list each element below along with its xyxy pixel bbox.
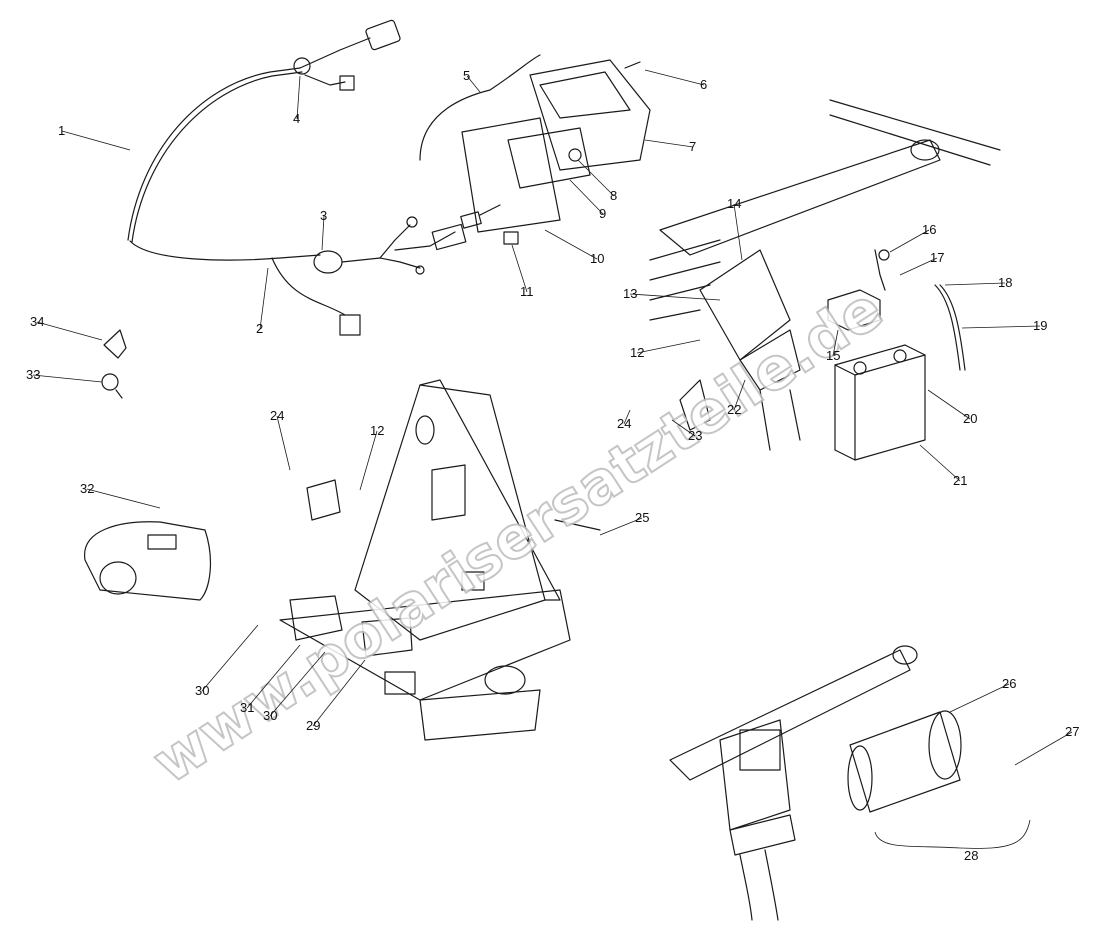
leader-line-8 (577, 159, 615, 197)
callout-27: 27 (1065, 724, 1079, 739)
leader-line-21 (919, 444, 961, 482)
leader-line-12a (359, 430, 378, 491)
callout-21: 21 (953, 473, 967, 488)
leader-line-4 (296, 75, 301, 120)
leader-line-24a (276, 415, 291, 471)
leader-line-20 (927, 389, 971, 420)
leader-line-27 (1014, 731, 1073, 766)
leader-line-33 (32, 374, 103, 383)
leader-line-34 (36, 321, 103, 341)
leader-line-31 (246, 644, 301, 709)
callout-13: 13 (623, 286, 637, 301)
callout-1: 1 (58, 123, 65, 138)
callout-26: 26 (1002, 676, 1016, 691)
leader-line-30a (201, 624, 259, 692)
callout-30a: 30 (195, 683, 209, 698)
callout-12a: 12 (370, 423, 384, 438)
callout-labels: 1234567891011121213141516171819202122232… (26, 68, 1079, 863)
leader-line-3 (321, 215, 325, 251)
callout-4: 4 (293, 111, 300, 126)
leader-line-10 (544, 229, 598, 260)
callout-23: 23 (688, 428, 702, 443)
callout-5: 5 (463, 68, 470, 83)
callout-10: 10 (590, 251, 604, 266)
bracket-frame-icon (649, 99, 1001, 451)
leader-line-30b (269, 651, 326, 717)
taillight-icon (419, 54, 651, 245)
leader-line-9 (569, 179, 604, 215)
callout-20: 20 (963, 411, 977, 426)
callout-25: 25 (635, 510, 649, 525)
leader-line-11 (511, 244, 528, 293)
leader-line-25 (599, 517, 643, 536)
leader-line-15 (832, 329, 839, 357)
leader-line-18 (944, 282, 1006, 286)
callout-16: 16 (922, 222, 936, 237)
leader-line-19 (961, 325, 1041, 329)
leader-line-13 (629, 293, 721, 301)
leader-line-2 (259, 267, 269, 330)
leader-line-23 (671, 419, 696, 437)
leader-line-16 (889, 229, 930, 253)
callout-3: 3 (320, 208, 327, 223)
leader-line-32 (86, 488, 161, 509)
wiring-harness-icon (127, 19, 501, 336)
voltage-regulator-icon (84, 521, 211, 601)
callout-19: 19 (1033, 318, 1047, 333)
callout-12b: 12 (630, 345, 644, 360)
callout-9: 9 (599, 206, 606, 221)
callout-31: 31 (240, 700, 254, 715)
callout-30b: 30 (263, 708, 277, 723)
callout-8: 8 (610, 188, 617, 203)
leader-line-26 (949, 683, 1010, 713)
callout-24b: 24 (617, 416, 631, 431)
battery-icon (827, 249, 966, 461)
callout-6: 6 (700, 77, 707, 92)
mounting-plate-icon (279, 379, 601, 741)
leader-line-12b (636, 339, 701, 354)
callout-28: 28 (964, 848, 978, 863)
callout-11: 11 (520, 284, 534, 299)
leader-line-29 (312, 659, 366, 727)
leader-line-1 (61, 130, 131, 151)
callout-18: 18 (998, 275, 1012, 290)
starter-motor-icon (669, 645, 962, 921)
callout-33: 33 (26, 367, 40, 382)
leader-line-17 (899, 257, 938, 276)
callout-32: 32 (80, 481, 94, 496)
leader-line-5 (466, 75, 481, 93)
callout-14: 14 (727, 196, 741, 211)
leader-line-24b (623, 409, 631, 425)
callout-24a: 24 (270, 408, 284, 423)
callout-2: 2 (256, 321, 263, 336)
watermark-text: www.polarisersatzteile.de (141, 274, 895, 796)
callout-29: 29 (306, 718, 320, 733)
callout-17: 17 (930, 250, 944, 265)
leader-lines (32, 69, 1073, 849)
callout-34: 34 (30, 314, 44, 329)
leader-line-6 (644, 69, 705, 86)
callout-7: 7 (689, 139, 696, 154)
leader-line-14 (733, 203, 743, 261)
callout-22: 22 (727, 402, 741, 417)
leader-line-7 (644, 139, 694, 148)
leader-line-22 (733, 379, 746, 411)
callout-15: 15 (826, 348, 840, 363)
brace-28 (874, 819, 1031, 849)
fuse-holder-icon (101, 329, 127, 399)
